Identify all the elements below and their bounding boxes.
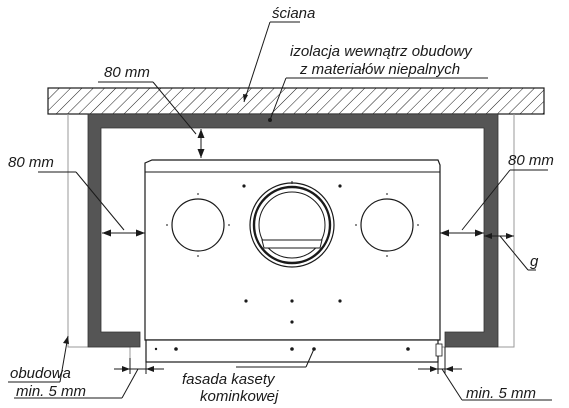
g-label: g xyxy=(530,253,539,270)
right-gap-dimension xyxy=(440,169,548,237)
wall-leader xyxy=(243,21,300,103)
wall xyxy=(47,87,545,115)
left-gap-dimension xyxy=(38,171,145,237)
g-dimension xyxy=(484,233,536,271)
facade-leader xyxy=(236,347,316,368)
cassette-facade xyxy=(145,339,439,363)
housing-label: obudowa xyxy=(10,365,71,382)
right-air-outlet xyxy=(355,193,419,257)
facade-label-line1: fasada kasety xyxy=(182,371,276,388)
housing-leader xyxy=(8,335,69,383)
right-gap-label: 80 mm xyxy=(508,152,554,169)
top-gap-label: 80 mm xyxy=(104,64,150,81)
insulation-label-line1: izolacja wewnątrz obudowy xyxy=(290,43,473,60)
min-gap-left-label: min. 5 mm xyxy=(16,383,86,400)
left-air-outlet xyxy=(166,193,230,257)
min-gap-right-label: min. 5 mm xyxy=(466,385,536,402)
top-gap-dimension xyxy=(98,81,205,158)
insulation-label-line2: z materiałów niepalnych xyxy=(299,61,460,78)
min-gap-right-dimension xyxy=(418,347,552,401)
flue-outlet xyxy=(249,181,335,268)
insulation-leader xyxy=(268,77,488,122)
insulation xyxy=(87,113,499,348)
min-gap-left-dimension xyxy=(14,358,164,399)
facade-label-line2: kominkowej xyxy=(200,388,279,405)
wall-label: ściana xyxy=(272,5,315,22)
left-gap-label: 80 mm xyxy=(8,154,54,171)
